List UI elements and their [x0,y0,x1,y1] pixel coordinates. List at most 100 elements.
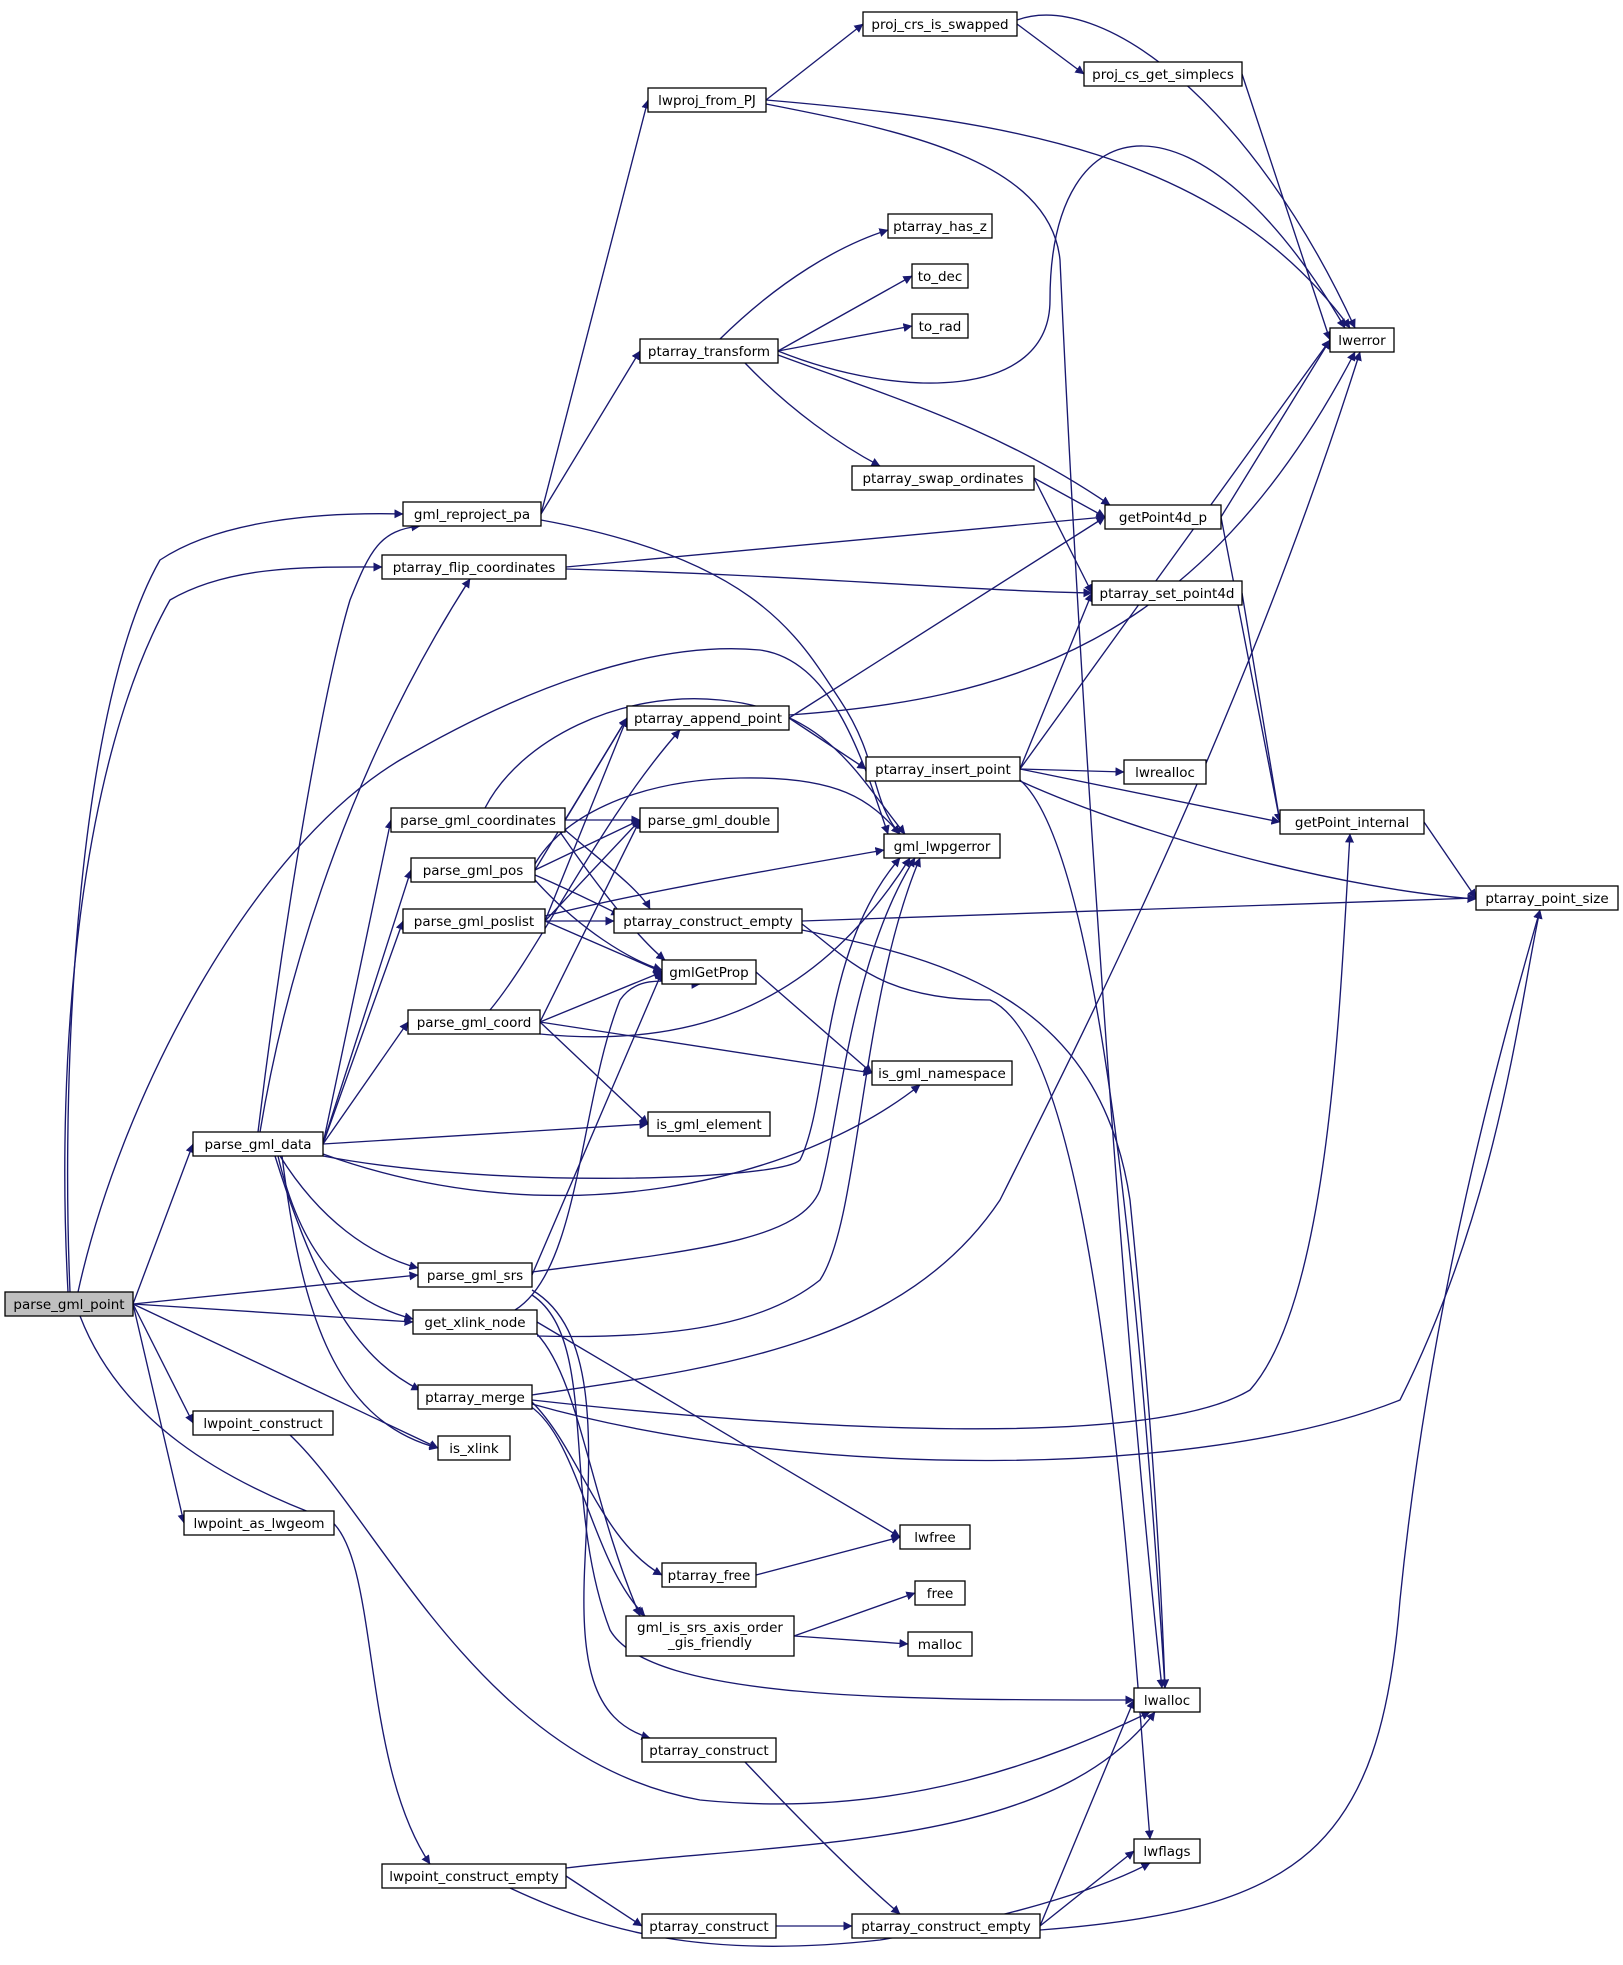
edge-parse_gml_data-to-parse_gml_poslist [322,920,405,1145]
edge-parse_gml_data-to-ptarray_merge [274,1155,421,1391]
node-proj_crs_is_swapped[interactable]: proj_crs_is_swapped [862,11,1018,37]
node-ptarray_construct_1[interactable]: ptarray_construct [641,1737,777,1763]
edge-parse_gml_pos-to-parse_gml_double [534,819,641,871]
node-label: proj_cs_get_simplecs [1092,67,1234,83]
node-label: lwalloc [1144,1693,1190,1709]
edge-ptarray_append_point-to-getPoint4d_p [788,516,1106,719]
node-lwproj_from_PJ[interactable]: lwproj_from_PJ [647,87,767,113]
node-box [1123,759,1207,785]
node-label: malloc [918,1637,963,1653]
node-ptarray_construct_empty_2[interactable]: ptarray_construct_empty [851,1913,1041,1939]
node-label: gml_lwpgerror [894,839,991,855]
node-box [625,1615,795,1657]
node-box [402,501,542,527]
node-lwflags[interactable]: lwflags [1133,1838,1201,1864]
edge-ptarray_flip_coordinates-to-ptarray_set_point4d [565,568,1093,598]
edge-parse_gml_srs-to-ptarray_construct_1 [531,1289,651,1740]
node-ptarray_construct_2[interactable]: ptarray_construct [641,1913,777,1939]
node-label: lwerror [1338,333,1386,349]
node-parse_gml_point[interactable]: parse_gml_point [4,1291,134,1317]
node-box [661,1562,757,1588]
node-getPoint4d_p[interactable]: getPoint4d_p [1104,504,1222,530]
edge-parse_gml_srs-to-gmlGetProp [531,971,663,1276]
node-ptarray_free[interactable]: ptarray_free [661,1562,757,1588]
node-label: parse_gml_coord [417,1015,532,1031]
node-parse_gml_double[interactable]: parse_gml_double [639,807,779,833]
node-box [661,959,757,985]
node-lwpoint_as_lwgeom[interactable]: lwpoint_as_lwgeom [183,1510,335,1536]
node-ptarray_swap_ordinates[interactable]: ptarray_swap_ordinates [851,465,1035,491]
edge-ptarray_insert_point-to-lwerror [1019,339,1331,770]
node-ptarray_append_point[interactable]: ptarray_append_point [626,705,790,731]
node-box [865,756,1021,782]
node-free[interactable]: free [914,1580,966,1606]
edge-lwproj_from_PJ-to-proj_crs_is_swapped [765,23,864,101]
node-is_gml_namespace[interactable]: is_gml_namespace [871,1060,1013,1086]
node-box [1133,1687,1201,1713]
node-lwpoint_construct_empty[interactable]: lwpoint_construct_empty [381,1863,567,1889]
edge-gml_is_srs_axis_order_gis_friendly-to-free [793,1591,916,1637]
node-ptarray_has_z[interactable]: ptarray_has_z [887,213,993,239]
node-box [613,908,803,934]
edge-parse_gml_data-to-ptarray_flip_coordinates [259,578,471,1133]
edge-lwproj_from_PJ-to-lwerror [765,99,1351,329]
node-parse_gml_pos[interactable]: parse_gml_pos [410,857,536,883]
node-label: lwpoint_construct_empty [389,1869,558,1885]
edge-getPoint_internal-to-ptarray_point_size [1423,821,1477,899]
edge-ptarray_insert_point-to-getPoint_internal [1019,768,1281,825]
node-label: ptarray_free [668,1568,751,1584]
edge-ptarray_insert_point-to-ptarray_set_point4d [1019,592,1093,770]
node-proj_cs_get_simplecs[interactable]: proj_cs_get_simplecs [1083,61,1243,87]
node-box [417,1384,533,1410]
edge-parse_gml_data-to-gml_reproject_pa [257,522,421,1133]
node-label: ptarray_construct [649,1743,768,1759]
edge-get_xlink_node-to-lwfree [536,1321,901,1538]
node-parse_gml_coordinates[interactable]: parse_gml_coordinates [390,807,566,833]
node-label: ptarray_transform [648,344,770,360]
node-malloc[interactable]: malloc [907,1631,973,1657]
node-label: parse_gml_data [204,1137,311,1153]
node-ptarray_merge[interactable]: ptarray_merge [417,1384,533,1410]
node-ptarray_set_point4d[interactable]: ptarray_set_point4d [1091,580,1243,606]
edge-ptarray_construct_empty_1-to-ptarray_point_size [801,893,1477,922]
edge-lwpoint_construct_empty-to-ptarray_construct_2 [565,1875,643,1927]
node-label: parse_gml_double [648,813,771,829]
node-is_gml_element[interactable]: is_gml_element [647,1111,771,1137]
node-gml_reproject_pa[interactable]: gml_reproject_pa [402,501,542,527]
edge-ptarray_insert_point-to-lwrealloc [1019,767,1125,777]
node-getPoint_internal[interactable]: getPoint_internal [1279,809,1425,835]
node-gml_lwpgerror[interactable]: gml_lwpgerror [883,833,1001,859]
node-lwpoint_construct[interactable]: lwpoint_construct [192,1410,334,1436]
node-lwerror[interactable]: lwerror [1329,327,1395,353]
node-parse_gml_coord[interactable]: parse_gml_coord [407,1009,541,1035]
edge-ptarray_transform-to-lwerror [777,145,1346,384]
edge-gml_is_srs_axis_order_gis_friendly-to-malloc [793,1635,909,1648]
node-lwalloc[interactable]: lwalloc [1133,1687,1201,1713]
node-gmlGetProp[interactable]: gmlGetProp [661,959,757,985]
node-get_xlink_node[interactable]: get_xlink_node [412,1309,538,1335]
node-to_rad[interactable]: to_rad [911,313,969,339]
node-lwrealloc[interactable]: lwrealloc [1123,759,1207,785]
node-lwfree[interactable]: lwfree [899,1524,971,1550]
node-label: ptarray_set_point4d [1100,586,1235,602]
edge-ptarray_construct_empty_2-to-lwflags [1039,1850,1135,1927]
node-box [381,554,567,580]
edge-parse_gml_data-to-parse_gml_pos [322,869,413,1145]
node-ptarray_construct_empty_1[interactable]: ptarray_construct_empty [613,908,803,934]
node-parse_gml_data[interactable]: parse_gml_data [192,1131,324,1157]
node-box [1279,809,1425,835]
node-ptarray_point_size[interactable]: ptarray_point_size [1475,885,1619,911]
node-box [851,1913,1041,1939]
node-to_dec[interactable]: to_dec [911,263,969,289]
edge-parse_gml_poslist-to-gml_lwpgerror [544,847,885,917]
node-box [437,1435,511,1461]
edge-parse_gml_pos-to-ptarray_append_point [534,717,628,871]
edge-ptarray_construct_1-to-ptarray_construct_empty_2 [744,1761,901,1915]
node-parse_gml_poslist[interactable]: parse_gml_poslist [402,908,546,934]
node-ptarray_flip_coordinates[interactable]: ptarray_flip_coordinates [381,554,567,580]
node-gml_is_srs_axis_order_gis_friendly[interactable]: gml_is_srs_axis_order_gis_friendly [625,1615,795,1657]
node-ptarray_transform[interactable]: ptarray_transform [639,338,779,364]
node-parse_gml_srs[interactable]: parse_gml_srs [417,1262,533,1288]
node-ptarray_insert_point[interactable]: ptarray_insert_point [865,756,1021,782]
node-is_xlink[interactable]: is_xlink [437,1435,511,1461]
